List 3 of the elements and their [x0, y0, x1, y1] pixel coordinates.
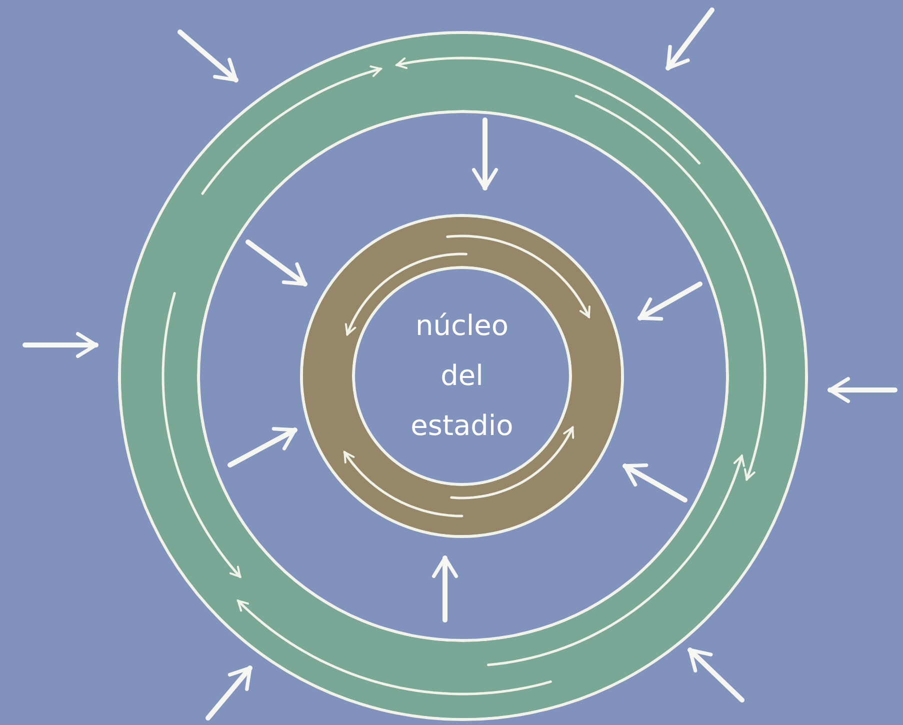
outer-ring [121, 34, 805, 718]
inner-ring [303, 217, 621, 535]
center-label: núcleo del estadio [410, 308, 514, 444]
